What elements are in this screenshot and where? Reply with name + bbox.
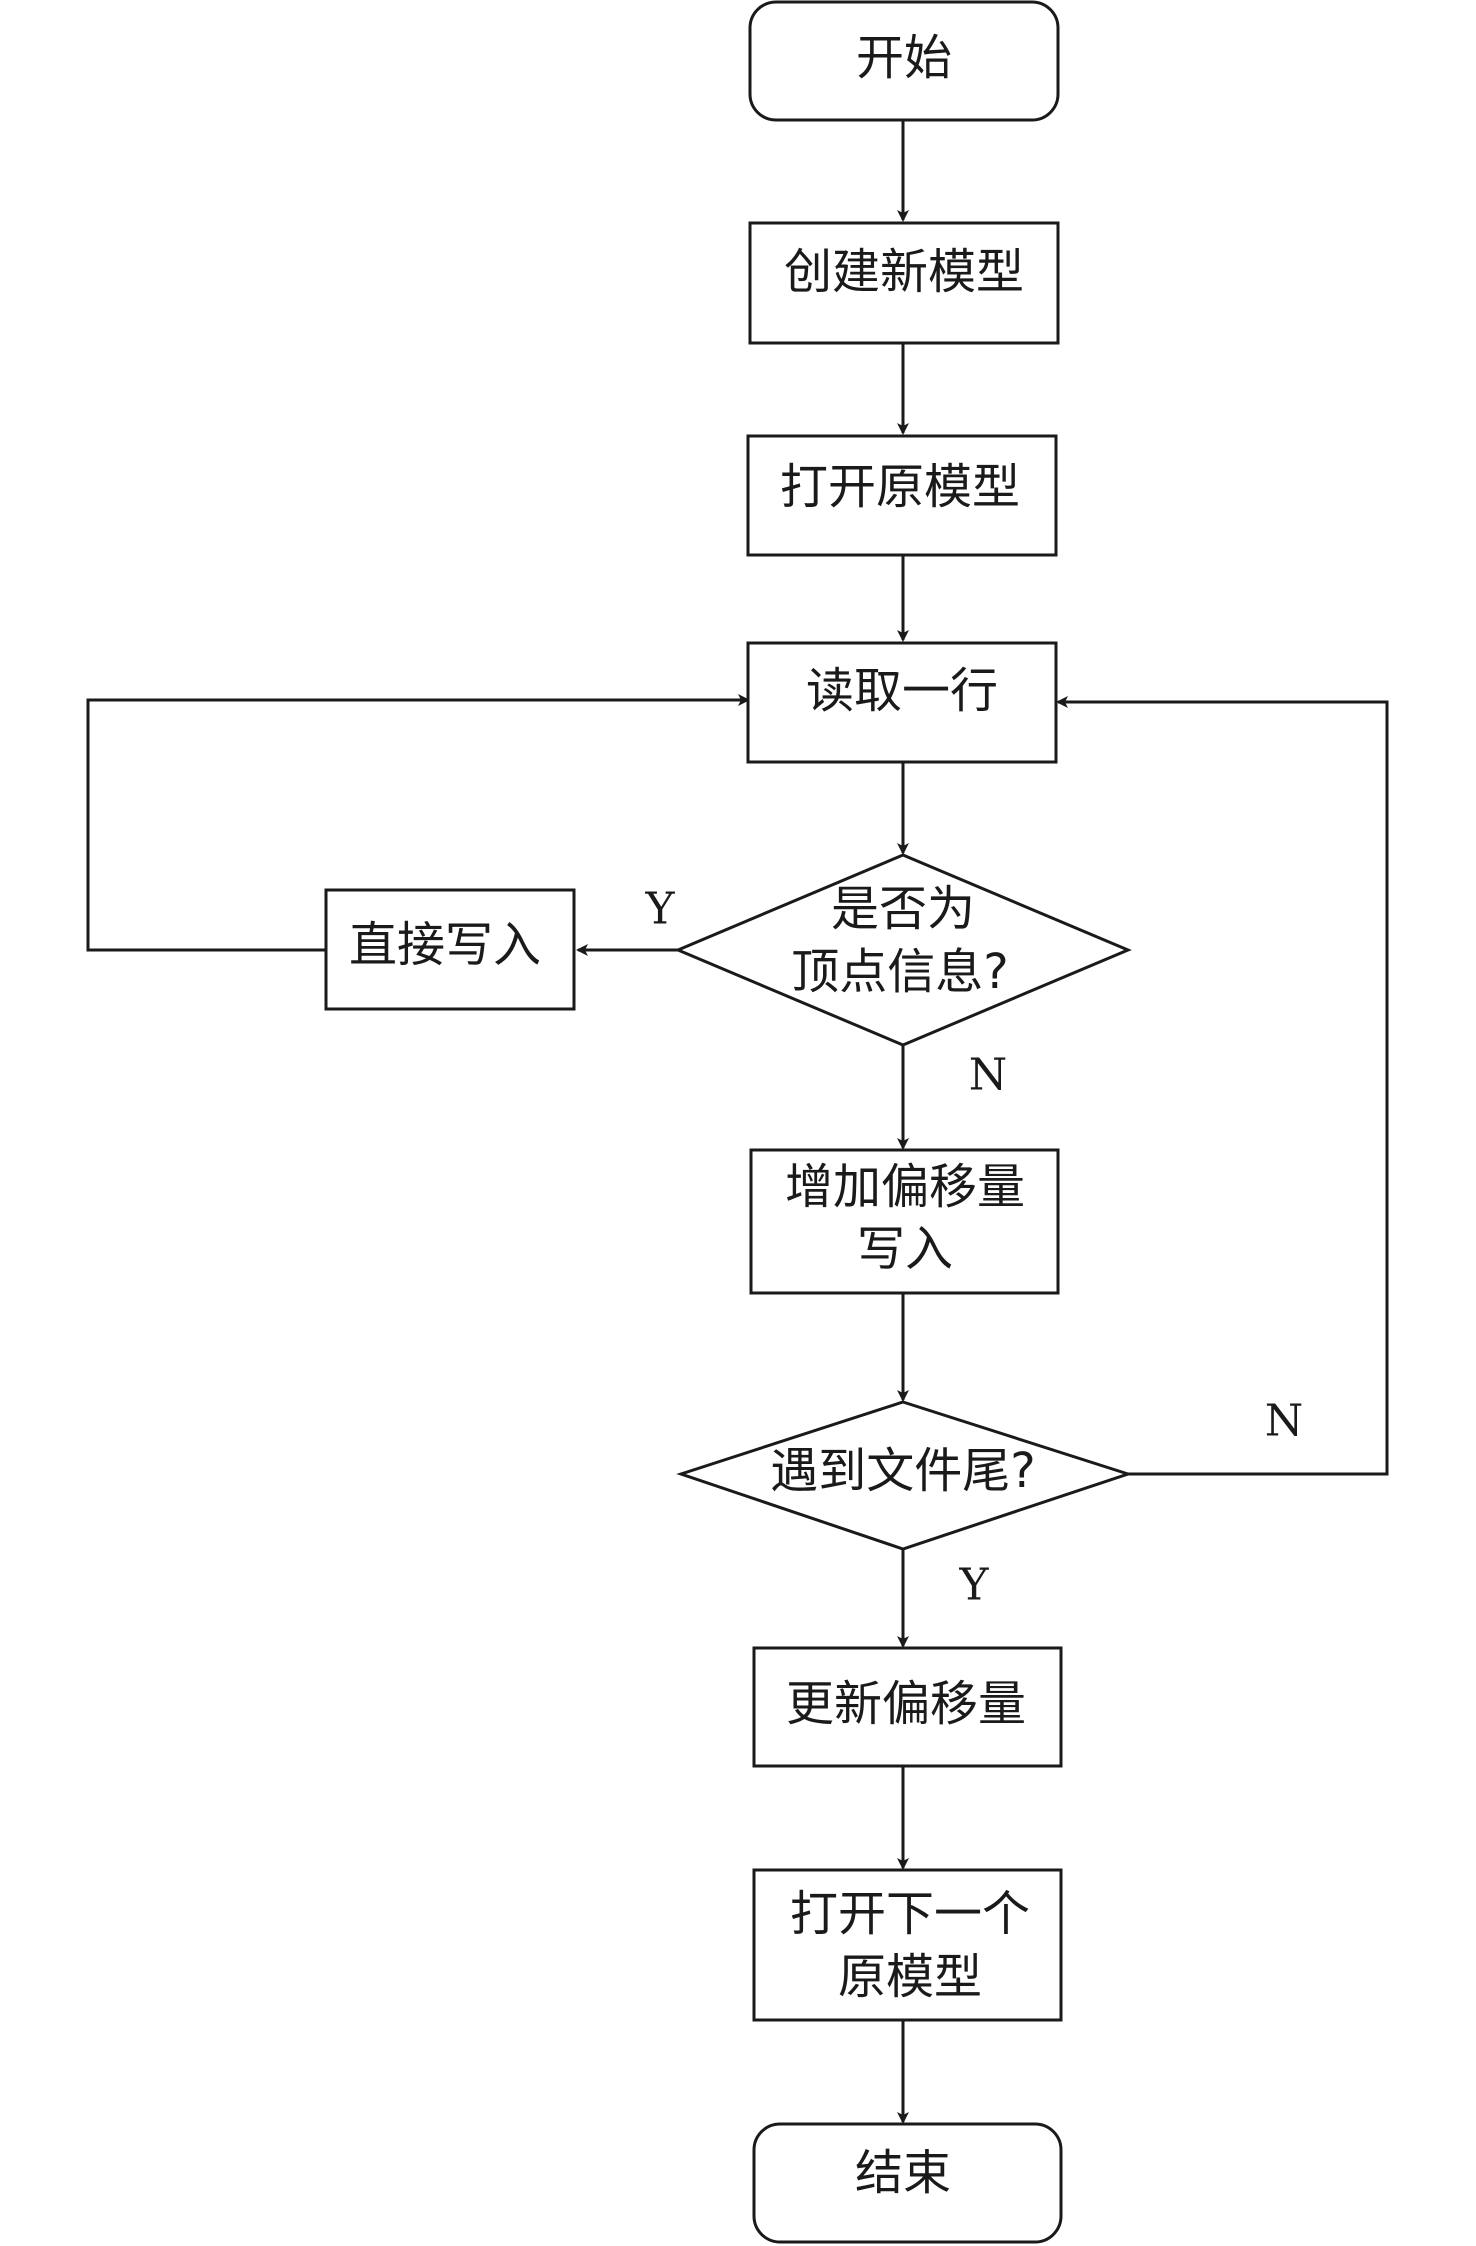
end-of-file-label: 遇到文件尾? [770, 1443, 1035, 1499]
update-offset-label: 更新偏移量 [786, 1676, 1026, 1732]
node-add-offset: 增加偏移量 写入 [749, 1148, 1060, 1295]
node-write-direct: 直接写入 [324, 888, 576, 1011]
node-end: 结束 [752, 2122, 1063, 2244]
create-model-box [748, 221, 1060, 345]
node-is-vertex: 是否为 顶点信息? [674, 853, 1132, 1047]
add-offset-line1: 增加偏移量 [785, 1159, 1025, 1215]
end-terminal-shape [752, 2122, 1063, 2244]
connectors [86, 120, 1389, 2124]
node-start: 开始 [748, 0, 1060, 122]
eof-yes-label: Y [958, 1560, 989, 1611]
node-create-model: 创建新模型 [748, 221, 1060, 345]
write-direct-label: 直接写入 [349, 917, 541, 973]
start-label: 开始 [856, 30, 952, 86]
end-label: 结束 [855, 2145, 951, 2201]
node-update-offset: 更新偏移量 [752, 1646, 1063, 1768]
node-end-of-file: 遇到文件尾? [676, 1400, 1133, 1551]
open-next-line1: 打开下一个 [790, 1886, 1030, 1942]
open-next-line2: 原模型 [838, 1949, 982, 2005]
open-original-box [746, 434, 1058, 557]
write-direct-box [324, 888, 576, 1011]
end-of-file-diamond [676, 1400, 1133, 1551]
start-terminal-shape [748, 0, 1060, 122]
update-offset-box [752, 1646, 1063, 1768]
open-next-box [752, 1868, 1063, 2022]
is-vertex-diamond [674, 853, 1132, 1047]
node-read-line: 读取一行 [746, 641, 1058, 764]
arrow-eof-no-loop-to-read [1056, 696, 1389, 1476]
is-vertex-line1: 是否为 [831, 881, 975, 937]
vertex-yes-label: Y [644, 884, 675, 935]
add-offset-line2: 写入 [857, 1221, 953, 1277]
arrow-write-loop-to-read [86, 694, 750, 952]
is-vertex-line2: 顶点信息? [791, 944, 1008, 1000]
eof-no-label: N [1265, 1396, 1304, 1447]
read-line-label: 读取一行 [806, 663, 998, 719]
read-line-box [746, 641, 1058, 764]
create-model-label: 创建新模型 [784, 244, 1024, 300]
open-original-label: 打开原模型 [780, 459, 1020, 515]
node-open-next: 打开下一个 原模型 [752, 1868, 1063, 2022]
add-offset-box [749, 1148, 1060, 1295]
node-open-original: 打开原模型 [746, 434, 1058, 557]
vertex-no-label: N [969, 1050, 1008, 1101]
